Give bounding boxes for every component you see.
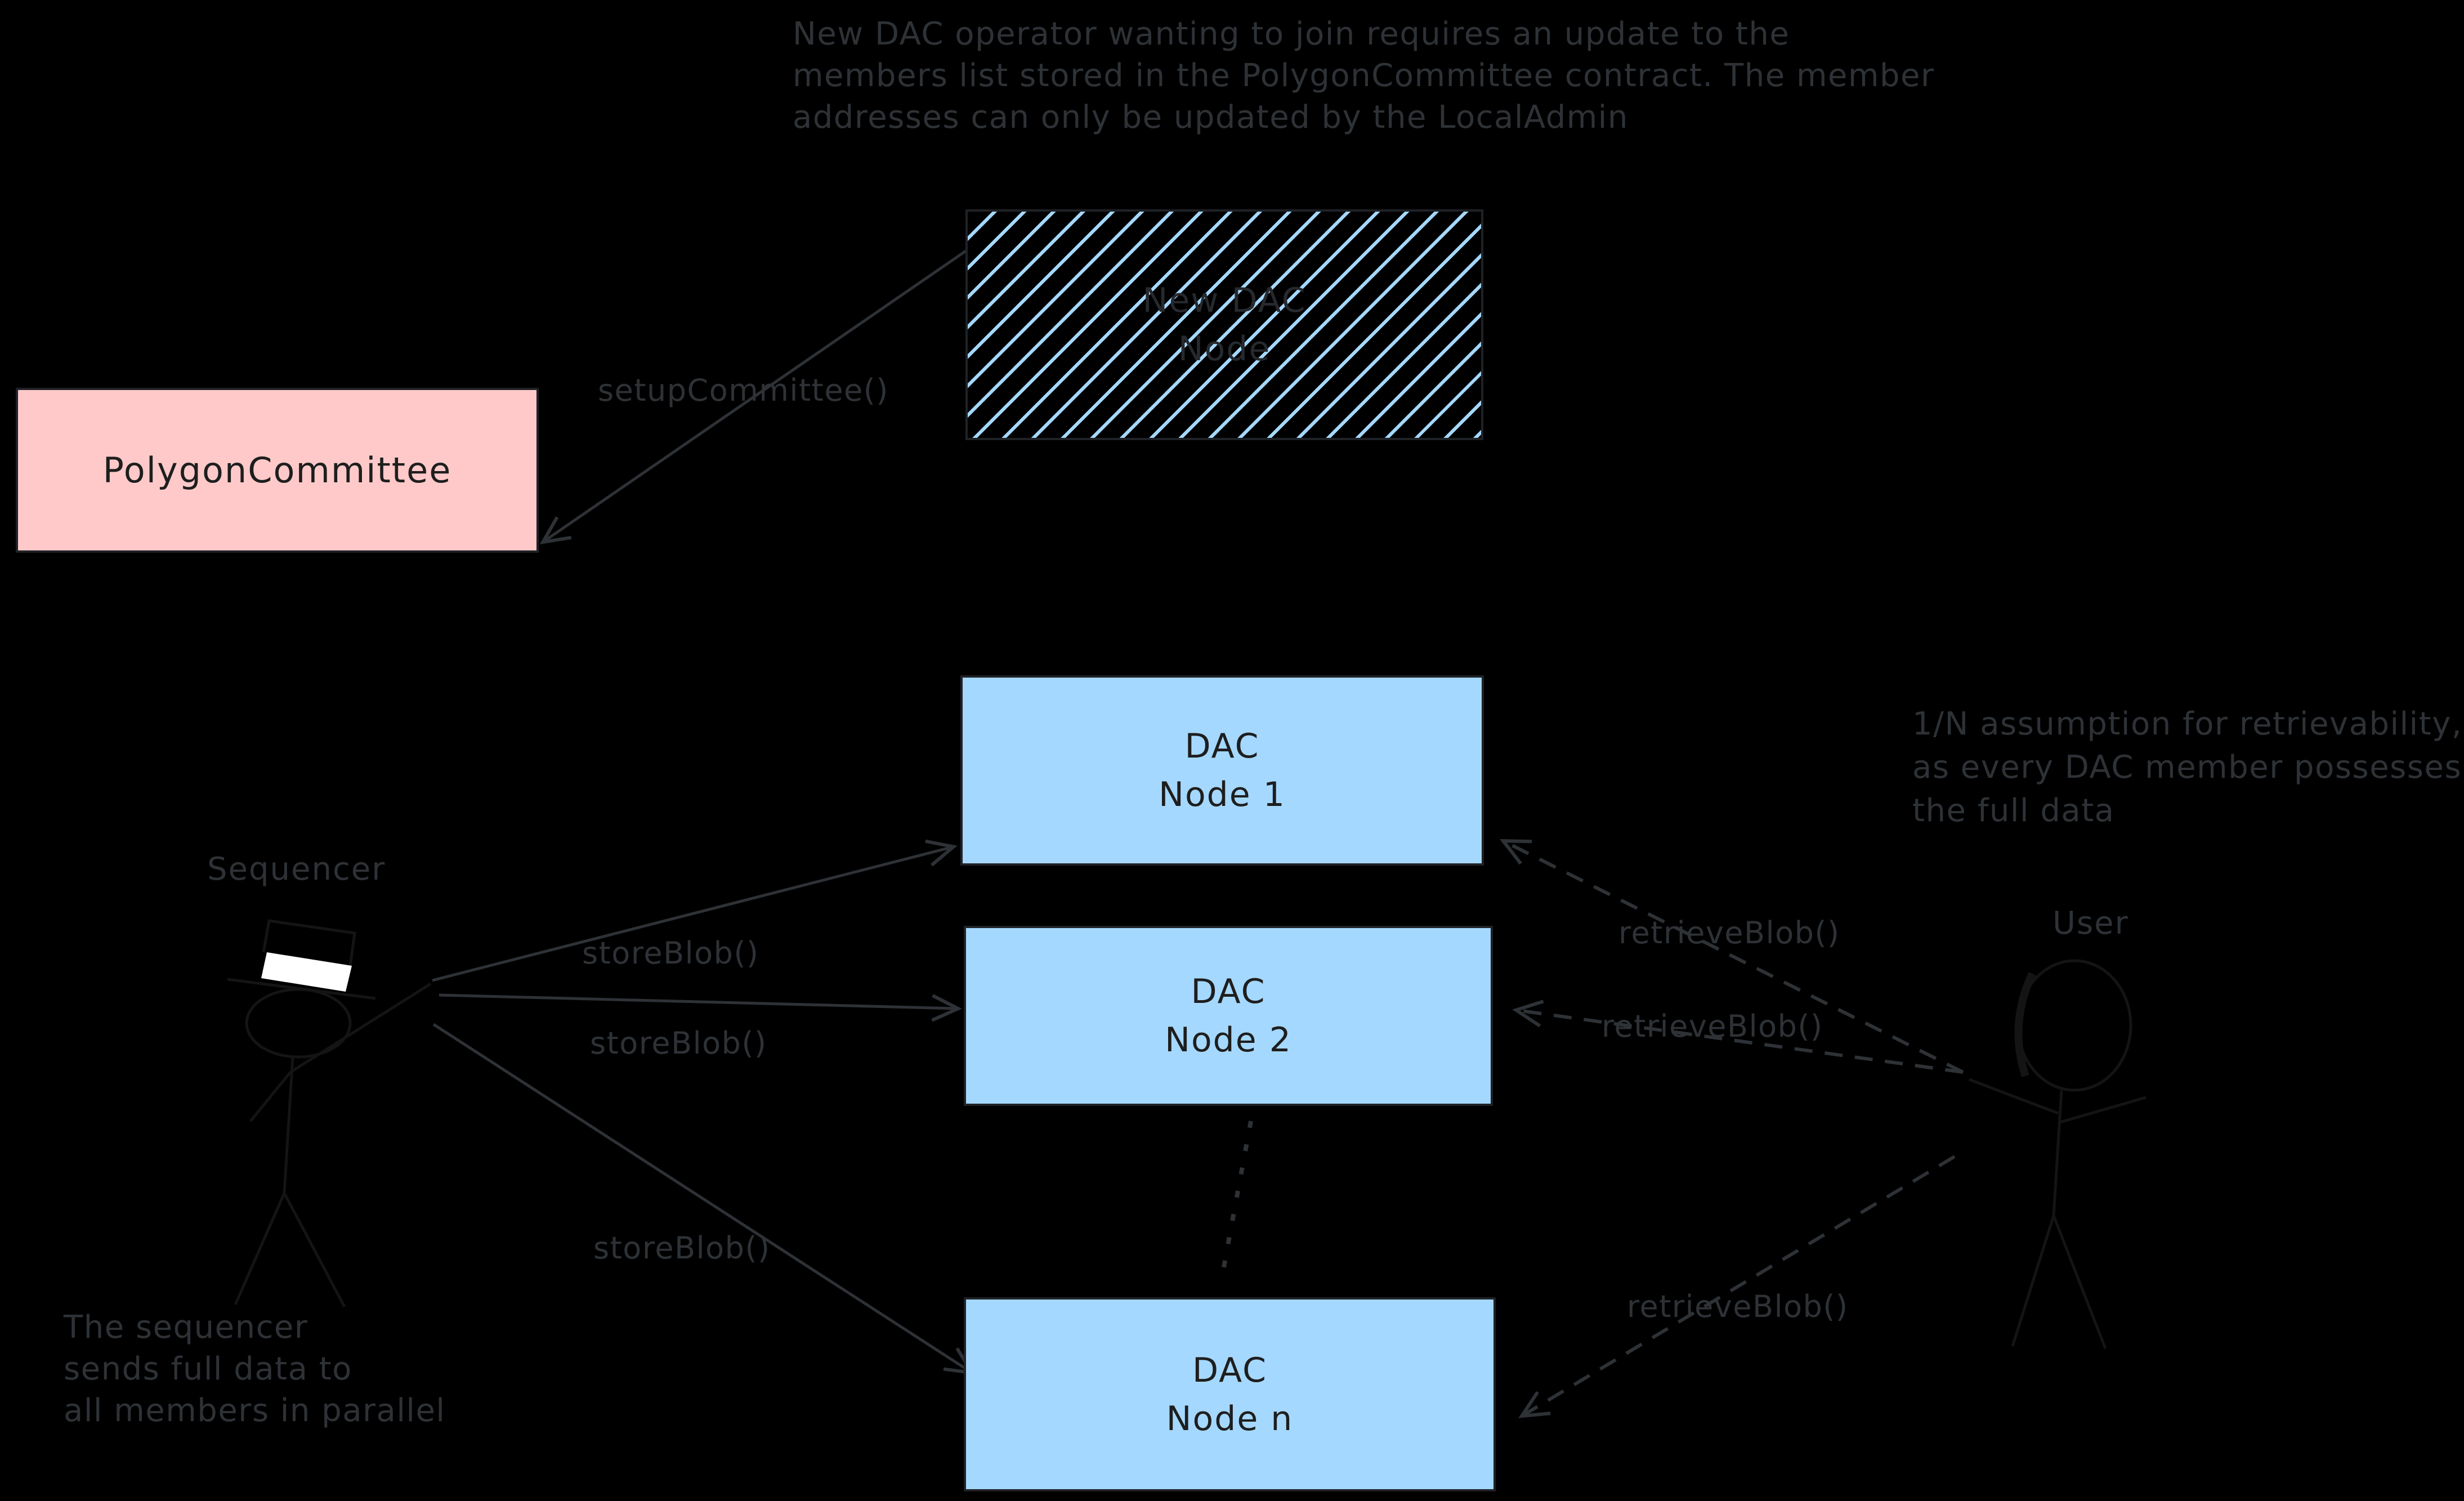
- node-dac-2-label-line2: Node 2: [1165, 1020, 1292, 1060]
- label-setup-committee: setupCommittee(): [598, 373, 889, 408]
- annotation-one-of-n: 1/N assumption for retrievability, as ev…: [1912, 702, 2462, 832]
- sequencer-head: [245, 988, 352, 1059]
- arrow-retrieve-blob-1: [1500, 839, 1964, 1074]
- node-dac-n: DAC Node n: [964, 1297, 1496, 1491]
- annotation-line: all members in parallel: [64, 1392, 446, 1429]
- dotted-continuation-line: [1220, 1121, 1253, 1274]
- node-new-dac: New DAC Node: [965, 209, 1483, 440]
- sequencer-hat-crown: [262, 919, 356, 967]
- node-polygon-committee-label: PolygonCommittee: [102, 449, 452, 491]
- sequencer-hat-band: [261, 952, 352, 992]
- sequencer-body: [283, 1056, 294, 1194]
- annotation-sequencer-parallel: The sequencer sends full data to all mem…: [64, 1307, 445, 1432]
- sequencer-leg-right: [283, 1192, 346, 1308]
- node-dac-2: DAC Node 2: [964, 926, 1493, 1106]
- user-leg-right: [2052, 1215, 2107, 1349]
- arrow-retrieve-blob-3: [1518, 1155, 1956, 1418]
- node-dac-n-label-line2: Node n: [1166, 1399, 1294, 1439]
- annotation-line: addresses can only be updated by the Loc…: [793, 99, 1629, 136]
- user-arm-left: [1969, 1078, 2059, 1115]
- node-dac-1-label-line1: DAC: [1184, 727, 1260, 766]
- user-arm-right: [2058, 1096, 2147, 1124]
- user-head: [2016, 959, 2132, 1092]
- user-leg-left: [2011, 1215, 2055, 1347]
- node-new-dac-label-line2: Node: [1178, 329, 1271, 369]
- node-dac-n-label-line1: DAC: [1192, 1350, 1268, 1390]
- user-figure-icon: [1969, 959, 2147, 1349]
- label-sequencer: Sequencer: [207, 851, 386, 888]
- sequencer-leg-left: [234, 1192, 286, 1306]
- annotation-new-operator: New DAC operator wanting to join require…: [793, 14, 1935, 138]
- arrow-retrieve-blob-2: [1512, 1000, 1964, 1074]
- annotation-line: New DAC operator wanting to join require…: [793, 16, 1790, 52]
- arrow-setup-committee: [539, 249, 968, 545]
- label-user: User: [2052, 905, 2129, 942]
- node-polygon-committee: PolygonCommittee: [16, 388, 539, 553]
- label-store-blob-3: storeBlob(): [593, 1230, 771, 1266]
- arrow-store-blob-3: [432, 1023, 976, 1375]
- annotation-line: 1/N assumption for retrievability,: [1912, 706, 2463, 742]
- annotation-line: as every DAC member possesses: [1912, 749, 2462, 786]
- sequencer-figure-icon: [227, 919, 432, 1308]
- node-dac-1-label-line2: Node 1: [1159, 775, 1286, 814]
- user-hair: [2014, 972, 2036, 1078]
- node-dac-1: DAC Node 1: [960, 675, 1484, 866]
- label-retrieve-blob-2: retrieveBlob(): [1602, 1009, 1823, 1044]
- annotation-line: the full data: [1912, 792, 2115, 829]
- arrow-store-blob-1: [432, 839, 958, 982]
- user-body: [2052, 1090, 2063, 1216]
- sequencer-arm-right: [289, 982, 432, 1074]
- label-store-blob-1: storeBlob(): [582, 935, 759, 971]
- annotation-line: members list stored in the PolygonCommit…: [793, 57, 1935, 94]
- label-store-blob-2: storeBlob(): [590, 1025, 767, 1061]
- arrow-store-blob-2: [439, 993, 962, 1022]
- label-retrieve-blob-3: retrieveBlob(): [1627, 1289, 1849, 1324]
- label-retrieve-blob-1: retrieveBlob(): [1618, 915, 1840, 951]
- node-new-dac-label-line1: New DAC: [1142, 281, 1307, 320]
- annotation-line: sends full data to: [64, 1351, 352, 1387]
- node-dac-2-label-line1: DAC: [1191, 972, 1266, 1011]
- annotation-line: The sequencer: [64, 1309, 308, 1346]
- sequencer-arm-left: [249, 1071, 292, 1122]
